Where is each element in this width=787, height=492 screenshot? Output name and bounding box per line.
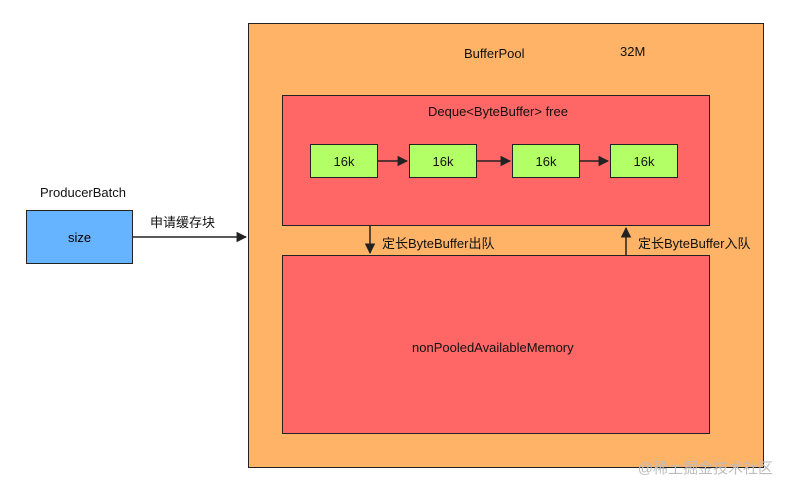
- byte-buffer-2-label: 16k: [432, 153, 454, 169]
- producer-size-box: size: [26, 210, 133, 264]
- watermark: @稀土掘金技术社区: [637, 460, 773, 477]
- producer-size-label: size: [67, 229, 92, 245]
- enqueue-label: 定长ByteBuffer入队: [638, 236, 751, 251]
- buffer-pool-title: BufferPool: [464, 46, 525, 61]
- byte-buffer-1: 16k: [310, 144, 378, 178]
- byte-buffer-3: 16k: [512, 144, 580, 178]
- non-pooled-memory-box: [282, 255, 710, 434]
- non-pooled-memory-title: nonPooledAvailableMemory: [412, 340, 574, 355]
- buffer-pool-capacity: 32M: [620, 44, 646, 59]
- dequeue-label: 定长ByteBuffer出队: [382, 236, 495, 251]
- byte-buffer-4: 16k: [610, 144, 678, 178]
- free-deque-title: Deque<ByteBuffer> free: [428, 104, 568, 119]
- byte-buffer-1-label: 16k: [333, 153, 355, 169]
- byte-buffer-4-label: 16k: [633, 153, 655, 169]
- request-buffer-label: 申请缓存块: [150, 215, 216, 230]
- byte-buffer-2: 16k: [409, 144, 477, 178]
- byte-buffer-3-label: 16k: [535, 153, 557, 169]
- producer-batch-label: ProducerBatch: [40, 185, 126, 200]
